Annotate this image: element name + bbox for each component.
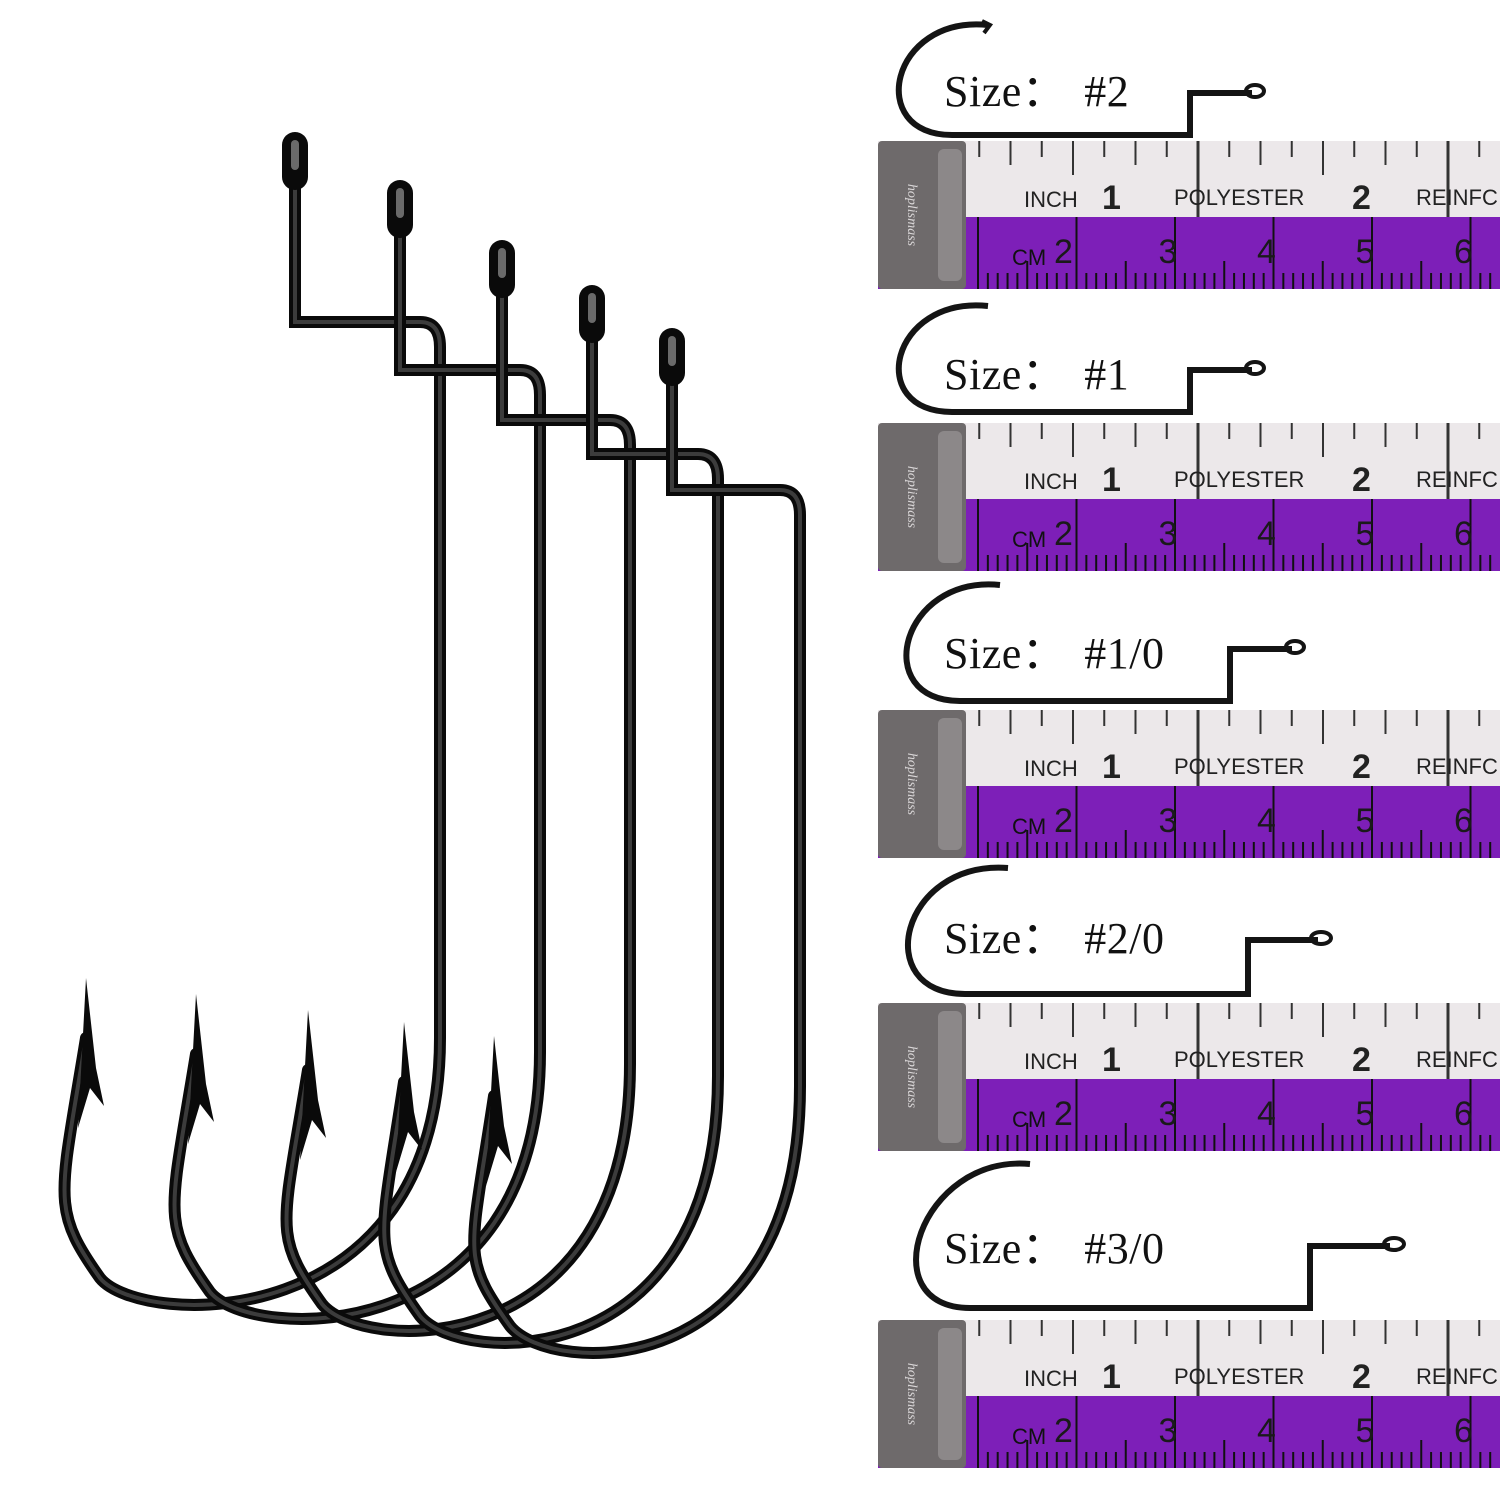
cm-mark: 4 — [1257, 233, 1276, 271]
inch-label: INCH — [1024, 1049, 1078, 1074]
size-label: Size：#2 — [944, 67, 1130, 116]
inch-mark: 1 — [1102, 1041, 1121, 1079]
cm-mark: 3 — [1159, 802, 1178, 840]
inch-mark: 1 — [1102, 1358, 1121, 1396]
size-row-3: Size：#1/0 hoplismass INCH 1 POLYESTER 2 REINF… — [860, 575, 1500, 875]
size-label: Size：#2/0 — [944, 914, 1165, 963]
size-row-4: Size：#2/0 hoplismass INCH 1 POLYESTER 2 REINF… — [860, 860, 1500, 1160]
inch-label: INCH — [1024, 1366, 1078, 1391]
reinforced-label: REINFC — [1416, 467, 1498, 492]
brand-text: hoplismass — [904, 753, 919, 816]
hook-point — [396, 1022, 422, 1172]
inch-mark: 1 — [1102, 461, 1121, 499]
cm-mark: 4 — [1257, 802, 1276, 840]
size-row-2: Size：#1 hoplismass INCH 1 POLYESTER 2 REINFC C… — [860, 290, 1500, 590]
hook-icon — [895, 302, 1266, 415]
brand-text: hoplismass — [904, 1046, 919, 1109]
inch-mark: 2 — [1352, 461, 1371, 499]
brand-text: hoplismass — [904, 1363, 919, 1426]
cm-mark: 3 — [1159, 233, 1178, 271]
hook-icon — [904, 864, 1333, 997]
cm-label: CM — [1012, 1424, 1046, 1449]
cm-mark: 4 — [1257, 515, 1276, 553]
cm-mark: 2 — [1054, 1095, 1073, 1133]
cm-mark: 6 — [1454, 1412, 1473, 1450]
inch-label: INCH — [1024, 469, 1078, 494]
fishing-hook — [280, 240, 636, 1337]
reinforced-label: REINFC — [1416, 185, 1498, 210]
material-label: POLYESTER — [1174, 1047, 1304, 1072]
measuring-tape: hoplismass INCH 1 POLYESTER 2 REINFC CM 2 3 4 5 6 — [878, 1320, 1500, 1468]
cm-mark: 5 — [1356, 1095, 1375, 1133]
inch-label: INCH — [1024, 187, 1078, 212]
material-label: POLYESTER — [1174, 754, 1304, 779]
reinforced-label: REINFC — [1416, 754, 1498, 779]
cm-mark: 3 — [1159, 1095, 1178, 1133]
measuring-tape: hoplismass INCH 1 POLYESTER 2 REINFC CM 2 3 4 5 6 — [878, 423, 1500, 571]
cm-mark: 6 — [1454, 515, 1473, 553]
cm-label: CM — [1012, 527, 1046, 552]
inch-mark: 2 — [1352, 1358, 1371, 1396]
cm-mark: 3 — [1159, 515, 1178, 553]
inch-label: INCH — [1024, 756, 1078, 781]
cm-mark: 5 — [1356, 233, 1375, 271]
size-row-5: Size：#3/0 hoplismass INCH 1 POLYESTER 2 REINF… — [860, 1160, 1500, 1468]
reinforced-label: REINFC — [1416, 1047, 1498, 1072]
size-label: Size：#3/0 — [944, 1224, 1165, 1273]
cm-mark: 2 — [1054, 1412, 1073, 1450]
cm-mark: 4 — [1257, 1095, 1276, 1133]
inch-mark: 2 — [1352, 748, 1371, 786]
hook-point — [78, 978, 104, 1128]
measuring-tape: hoplismass INCH 1 POLYESTER 2 REINFC CM 2 3 4 5 6 — [878, 1003, 1500, 1151]
cm-label: CM — [1012, 245, 1046, 270]
cm-mark: 5 — [1356, 515, 1375, 553]
brand-text: hoplismass — [904, 184, 919, 247]
main-hooks-illustration — [58, 132, 806, 1359]
brand-text: hoplismass — [904, 466, 919, 529]
inch-mark: 1 — [1102, 179, 1121, 217]
hook-icon — [913, 1160, 1406, 1311]
size-label: Size：#1 — [944, 350, 1130, 399]
cm-mark: 6 — [1454, 1095, 1473, 1133]
material-label: POLYESTER — [1174, 1364, 1304, 1389]
cm-mark: 4 — [1257, 1412, 1276, 1450]
cm-mark: 6 — [1454, 233, 1473, 271]
cm-mark: 2 — [1054, 802, 1073, 840]
cm-mark: 5 — [1356, 1412, 1375, 1450]
material-label: POLYESTER — [1174, 467, 1304, 492]
hook-point — [486, 1036, 512, 1186]
size-row-1: Size：#2 hoplismass INCH 1 POLYESTER 2 REINFC C… — [860, 5, 1500, 305]
cm-mark: 5 — [1356, 802, 1375, 840]
cm-mark: 6 — [1454, 802, 1473, 840]
inch-mark: 2 — [1352, 1041, 1371, 1079]
cm-label: CM — [1012, 1107, 1046, 1132]
fishing-hook — [468, 328, 806, 1359]
reinforced-label: REINFC — [1416, 1364, 1498, 1389]
cm-mark: 2 — [1054, 233, 1073, 271]
cm-mark: 3 — [1159, 1412, 1178, 1450]
cm-mark: 2 — [1054, 515, 1073, 553]
fishing-hook — [58, 132, 446, 1311]
measuring-tape: hoplismass INCH 1 POLYESTER 2 REINFC CM 2 3 4 5 6 — [878, 710, 1500, 858]
hook-icon — [895, 19, 1266, 138]
cm-label: CM — [1012, 814, 1046, 839]
inch-mark: 1 — [1102, 748, 1121, 786]
material-label: POLYESTER — [1174, 185, 1304, 210]
hook-point — [300, 1010, 326, 1160]
hook-icon — [903, 581, 1306, 704]
inch-mark: 2 — [1352, 179, 1371, 217]
hook-point — [188, 994, 214, 1144]
size-label: Size：#1/0 — [944, 629, 1165, 678]
measuring-tape: hoplismass INCH 1 POLYESTER 2 REINFC CM 2 3 4 5 6 — [878, 141, 1500, 289]
